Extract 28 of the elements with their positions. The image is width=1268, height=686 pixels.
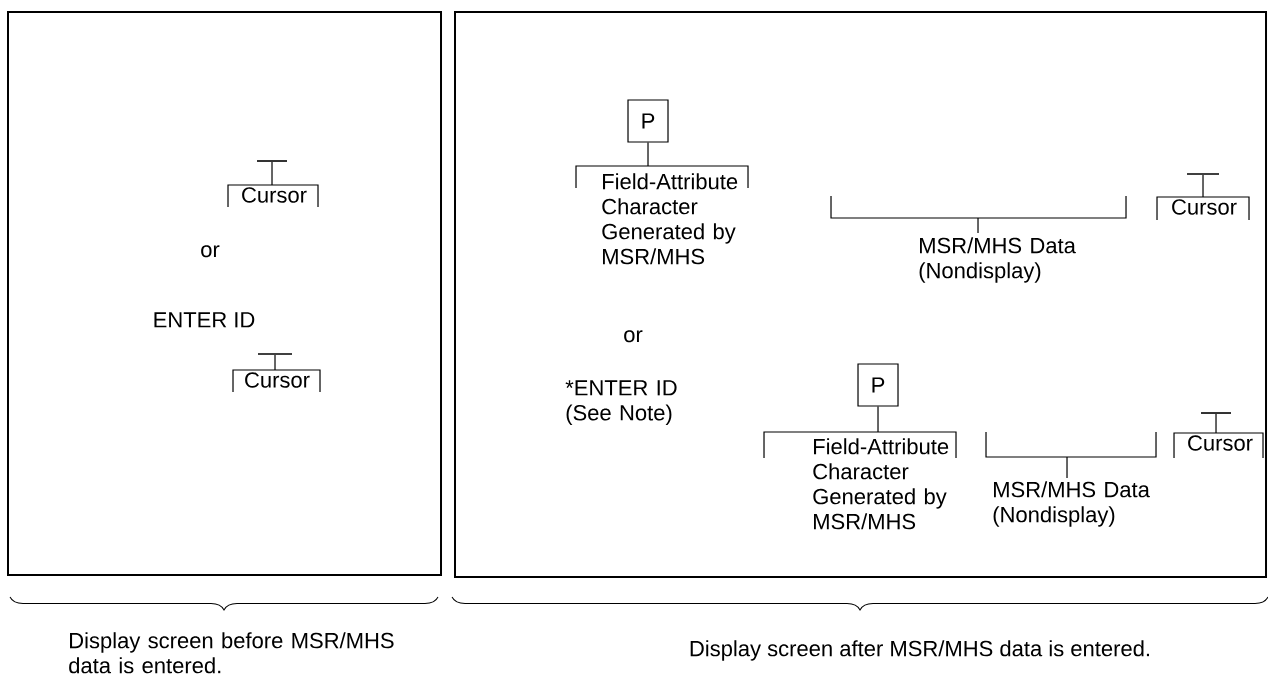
bracket-connector (227, 161, 319, 208)
bracket-connector (763, 406, 957, 459)
label-text: MSR/MHS Data (Nondisplay) (919, 237, 1076, 283)
node-label: Display screen before MSR/MHS data is entered. (69, 632, 394, 674)
label-text: MSR/MHS Data (Nondisplay) (993, 481, 1150, 527)
screen-frame (454, 11, 1267, 578)
bracket-connector (1173, 413, 1264, 459)
bracket-connector (575, 142, 749, 189)
bracket-connector (232, 354, 321, 393)
attribute-box: P (857, 363, 899, 407)
cursor-bar (1201, 412, 1231, 414)
node-label: Display screen after MSR/MHS data is entered. (690, 640, 1149, 661)
label-text: Cursor (245, 372, 310, 388)
label-text: Cursor (242, 187, 307, 203)
label-text: Cursor (1172, 199, 1237, 215)
bracket-connector (1156, 174, 1250, 221)
label-text: Cursor (1188, 435, 1253, 451)
cursor-bar (258, 353, 292, 355)
label-text: Field-Attribute Character Generated by MSR/MHS (813, 438, 949, 530)
screen-frame (7, 11, 442, 576)
label-text: Field-Attribute Character Generated by MSR/MHS (602, 173, 738, 265)
attribute-box: P (627, 99, 669, 143)
label-text: *ENTER ID (See Note) (565, 380, 677, 425)
cursor-bar (1187, 173, 1219, 175)
cursor-bar (257, 160, 287, 162)
label-text: or (624, 330, 643, 343)
label-text: or (201, 245, 220, 258)
label-text: ENTER ID (154, 312, 255, 328)
